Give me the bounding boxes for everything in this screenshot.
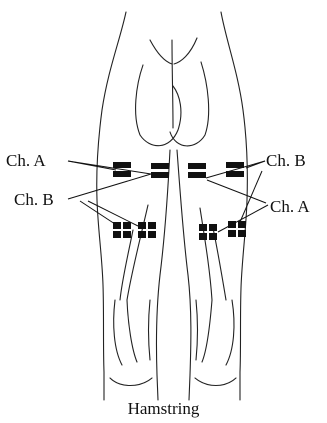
electrode-left-a-inner — [151, 163, 169, 178]
legs-outline — [97, 12, 248, 400]
electrode-left-b-outer — [113, 222, 131, 238]
label-right-channel-a: Ch. A — [270, 197, 310, 216]
label-left-channel-b: Ch. B — [14, 190, 54, 209]
label-right-channel-b: Ch. B — [266, 151, 306, 170]
figure-caption: Hamstring — [128, 399, 200, 418]
electrode-right-a-outer — [228, 221, 246, 237]
leader-left-a-3 — [68, 174, 151, 199]
electrode-right-b-inner — [188, 163, 206, 178]
label-left-channel-a: Ch. A — [6, 151, 46, 170]
leader-left-a-2 — [68, 161, 151, 174]
electrode-left-b-inner — [138, 222, 156, 238]
